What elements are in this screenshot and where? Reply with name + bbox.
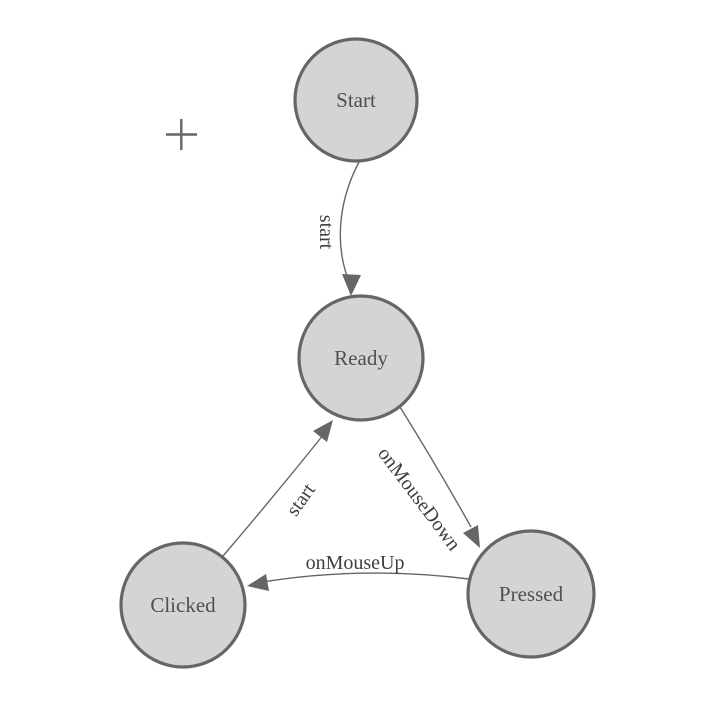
arrowhead-icon [342,274,361,296]
state-node-pressed[interactable]: Pressed [466,529,596,659]
state-label: Ready [334,346,388,370]
state-circle[interactable] [297,294,425,422]
state-node-clicked[interactable]: Clicked [119,541,247,669]
edge-label-clicked-to-ready: start [282,479,320,520]
state-circle[interactable] [119,541,247,669]
arrowhead-icon [247,574,269,591]
state-label: Clicked [150,593,216,617]
arrowhead-icon [463,525,480,548]
edge-start-to-ready: start [315,161,361,296]
state-label: Pressed [499,582,564,606]
edge-label-ready-to-pressed: onMouseDown [373,443,465,555]
edge-clicked-to-ready: start [222,420,333,557]
arrowhead-icon [313,420,333,442]
state-label: Start [336,88,376,112]
edge-line [399,406,472,528]
crosshair-icon [166,119,197,150]
edge-line [222,428,329,557]
edge-line [339,161,360,277]
state-circle[interactable] [466,529,596,659]
edge-line [250,572,470,585]
edge-label-start-to-ready: start [315,215,337,250]
state-node-start[interactable]: Start [293,37,419,163]
edge-label-pressed-to-clicked: onMouseUp [306,552,405,574]
state-circle[interactable] [293,37,419,163]
edge-ready-to-pressed: onMouseDown [373,406,480,555]
state-node-ready[interactable]: Ready [297,294,425,422]
edge-pressed-to-clicked: onMouseUp [247,552,470,591]
